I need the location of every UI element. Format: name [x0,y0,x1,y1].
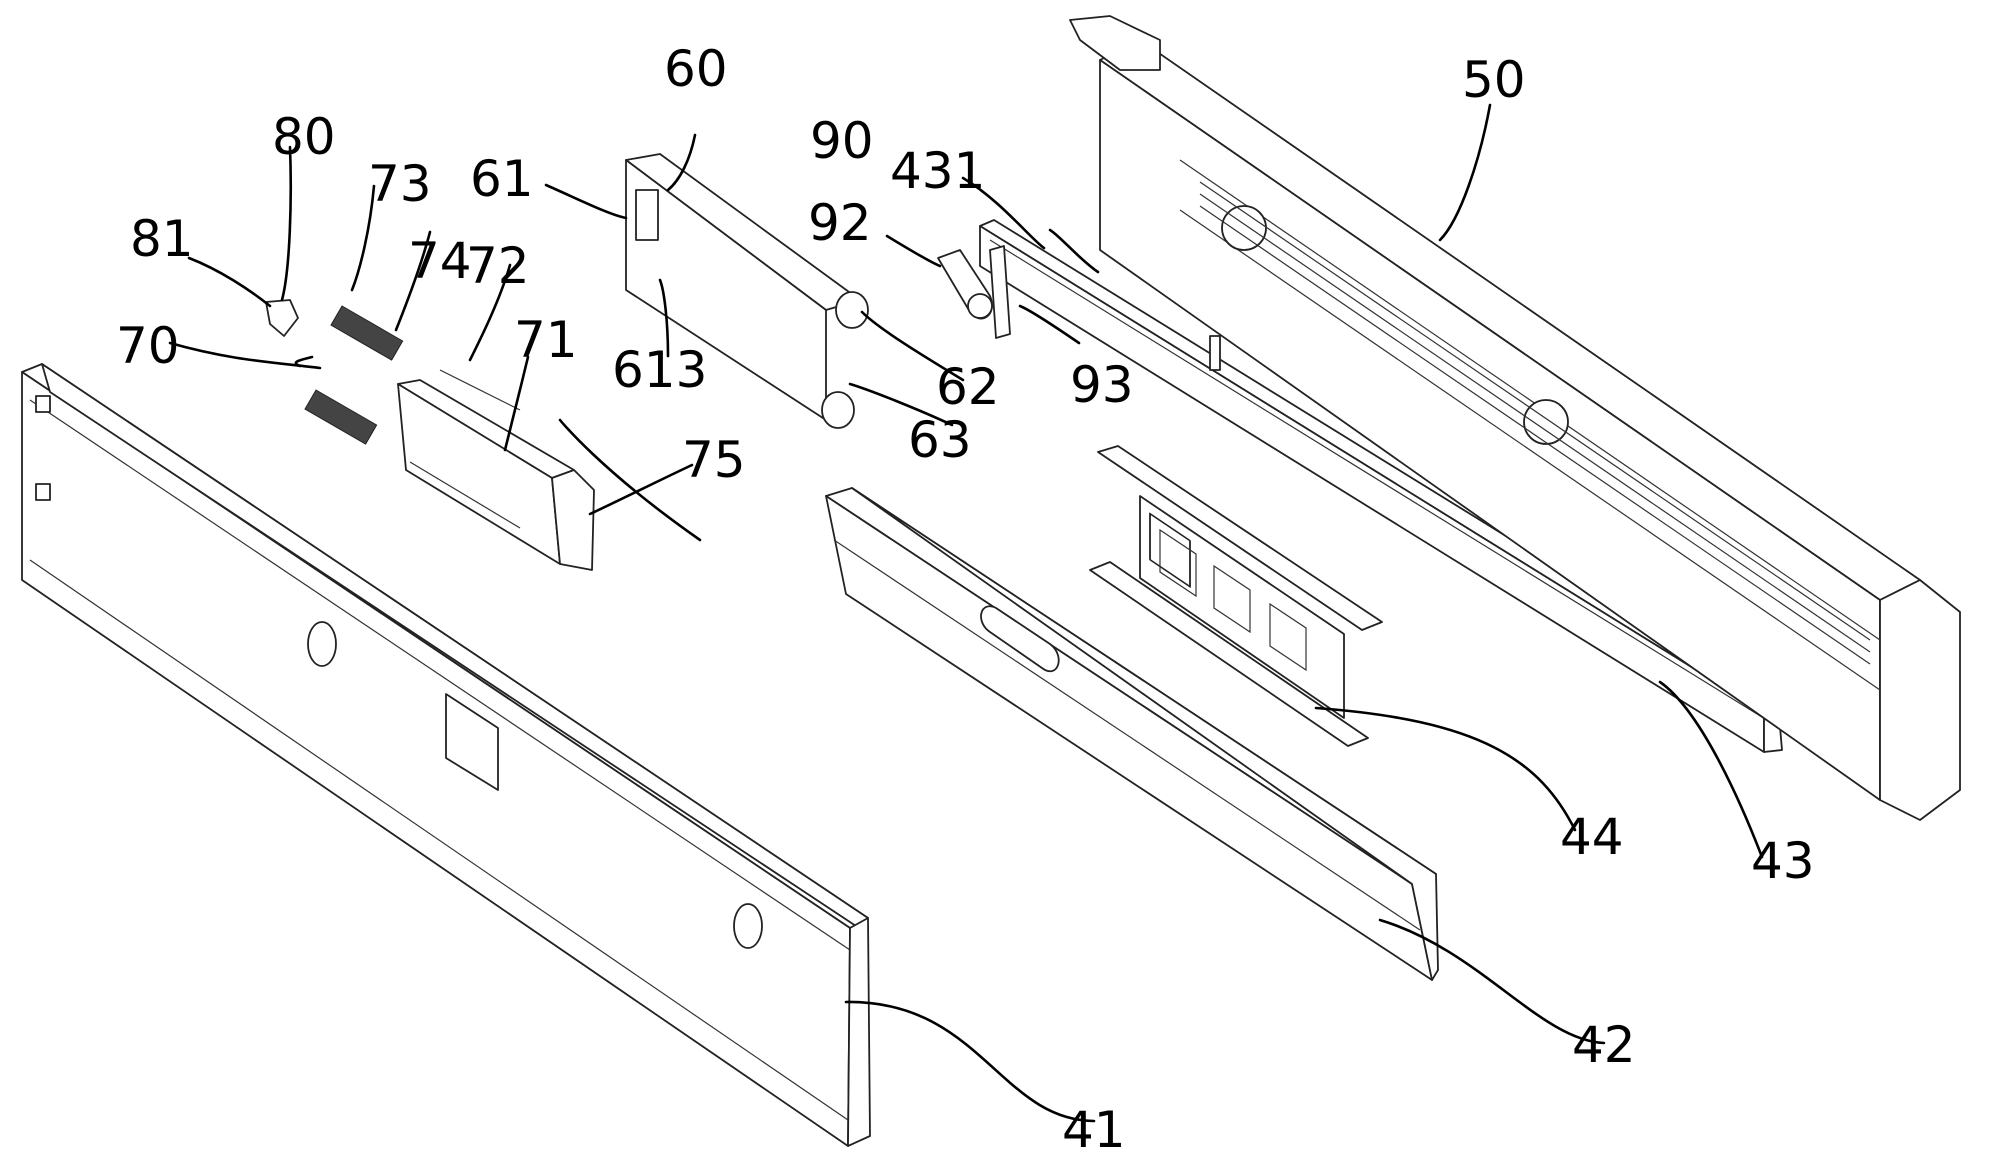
label-71: 71 [514,311,578,369]
label-81: 81 [130,210,194,268]
label-60: 60 [664,40,728,98]
label-92: 92 [808,194,872,252]
label-74: 74 [408,232,472,290]
label-75: 75 [682,431,746,489]
label-41: 41 [1062,1101,1126,1159]
label-613: 613 [612,341,707,399]
label-70: 70 [116,317,180,375]
label-62: 62 [936,358,1000,416]
label-44: 44 [1560,808,1624,866]
label-50: 50 [1462,51,1526,109]
part-90-lever-assembly [938,246,1010,338]
label-72: 72 [466,237,530,295]
label-43: 43 [1751,832,1815,890]
label-42: 42 [1572,1016,1636,1074]
label-93: 93 [1070,356,1134,414]
label-73: 73 [368,155,432,213]
label-80: 80 [272,108,336,166]
label-63: 63 [908,411,972,469]
label-90: 90 [810,112,874,170]
label-61: 61 [470,150,534,208]
part-50-front-panel [1070,16,1960,820]
label-431: 431 [890,142,985,200]
